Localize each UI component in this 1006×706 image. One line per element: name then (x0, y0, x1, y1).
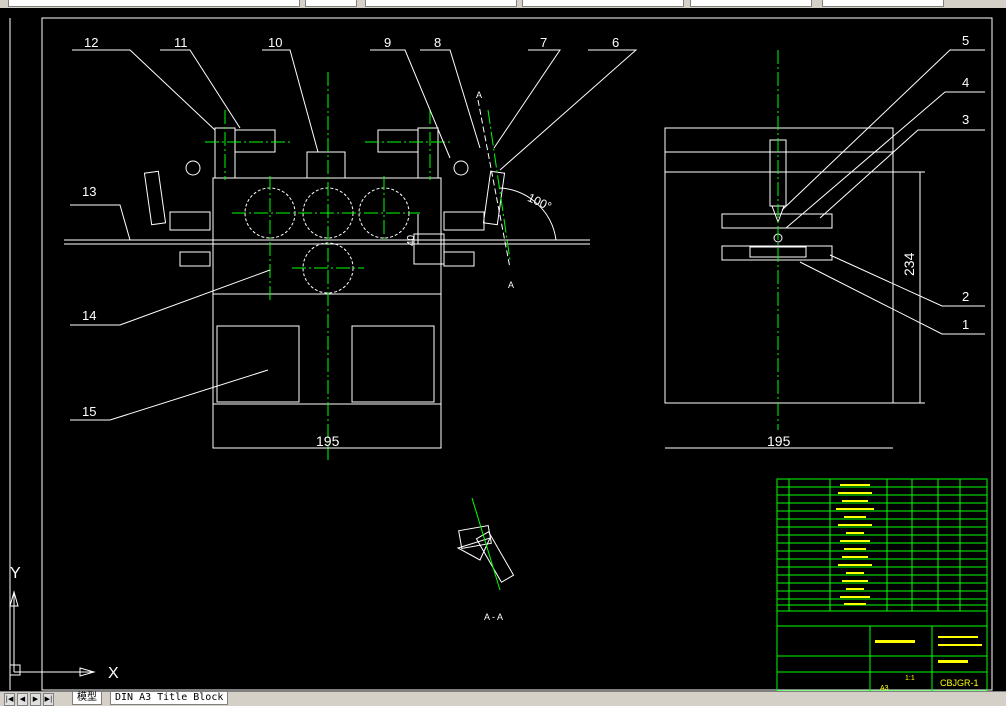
front-centerlines (205, 72, 511, 460)
drawing-number: CBJGR-1 (940, 678, 979, 688)
motor-left (234, 129, 276, 153)
color-dropdown[interactable] (365, 0, 517, 7)
nav-next-button[interactable]: ▶ (30, 693, 41, 706)
housing-lower (212, 293, 442, 405)
arm-left (143, 170, 167, 226)
bracket-left-low (179, 251, 211, 267)
motor-right (377, 129, 419, 153)
part-label-6: 6 (612, 35, 619, 50)
part-label-14: 14 (82, 308, 96, 323)
pivot-left (185, 160, 201, 176)
part-label-7: 7 (540, 35, 547, 50)
top-block (306, 151, 346, 179)
ucs-icon (9, 590, 96, 677)
layout-tab-bar: |◀ ◀ ▶ ▶| 模型 DIN A3 Title Block (0, 691, 1006, 706)
ucs-x-label: X (108, 665, 119, 682)
scale-value: 1:1 (905, 675, 915, 682)
section-centerline (471, 497, 501, 591)
part-label-4: 4 (962, 75, 969, 90)
nav-prev-button[interactable]: ◀ (17, 693, 28, 706)
part-label-13: 13 (82, 184, 96, 199)
part-label-3: 3 (962, 112, 969, 127)
section-line (477, 99, 511, 269)
bracket-right-low (443, 251, 475, 267)
bracket-right (443, 211, 485, 231)
side-body (664, 127, 894, 404)
height-side-label: 234 (901, 252, 917, 276)
part-label-8: 8 (434, 35, 441, 50)
bracket-left (169, 211, 211, 231)
side-block-right (413, 233, 445, 265)
part-label-11: 11 (174, 35, 188, 50)
upper-die (721, 213, 833, 229)
width-front-label: 195 (316, 433, 340, 449)
width-side-label: 195 (767, 433, 791, 449)
lower-die (721, 245, 833, 261)
ucs-y-label: Y (10, 565, 21, 582)
leaders-side (781, 49, 985, 335)
part-label-15: 15 (82, 404, 96, 419)
nav-first-button[interactable]: |◀ (4, 693, 15, 706)
front-view (143, 127, 506, 449)
title-block (776, 478, 988, 691)
section-mark-top: A (476, 90, 482, 100)
part-label-5: 5 (962, 33, 969, 48)
part-label-2: 2 (962, 289, 969, 304)
gap-dimension: 40 (406, 234, 417, 246)
part-label-9: 9 (384, 35, 391, 50)
part-label-10: 10 (268, 35, 282, 50)
lineweight-dropdown[interactable] (690, 0, 812, 7)
section-aa-detail (456, 524, 515, 583)
tab-din-a3-title-block[interactable]: DIN A3 Title Block (110, 692, 229, 705)
door-left (216, 325, 300, 403)
drawing-svg: A A 100° 40 195 195 12 11 10 9 8 7 6 5 4… (9, 17, 993, 691)
section-mark-bottom: A (508, 280, 514, 290)
angle-arc (499, 187, 557, 241)
angle-dimension: 100° (525, 190, 554, 213)
part-label-1: 1 (962, 317, 969, 332)
title-block-text-marks (836, 484, 982, 663)
pivot-right (453, 160, 469, 176)
drawing-frame (41, 17, 993, 691)
motor-right-mount (417, 127, 439, 179)
title-block-rows (777, 486, 987, 606)
linetype-dropdown[interactable] (522, 0, 684, 7)
plotstyle-dropdown[interactable] (822, 0, 944, 7)
layer-tools[interactable] (305, 0, 357, 7)
drawing-canvas[interactable]: A A 100° 40 195 195 12 11 10 9 8 7 6 5 4… (0, 8, 1006, 691)
part-label-12: 12 (84, 35, 98, 50)
nav-last-button[interactable]: ▶| (43, 693, 54, 706)
tab-model[interactable]: 模型 (72, 692, 102, 705)
section-aa-label: A - A (484, 612, 503, 622)
layer-dropdown[interactable] (8, 0, 300, 7)
sheet-size: A3 (880, 685, 889, 691)
side-view (664, 127, 925, 404)
leaders-front (70, 49, 638, 421)
door-right (351, 325, 435, 403)
